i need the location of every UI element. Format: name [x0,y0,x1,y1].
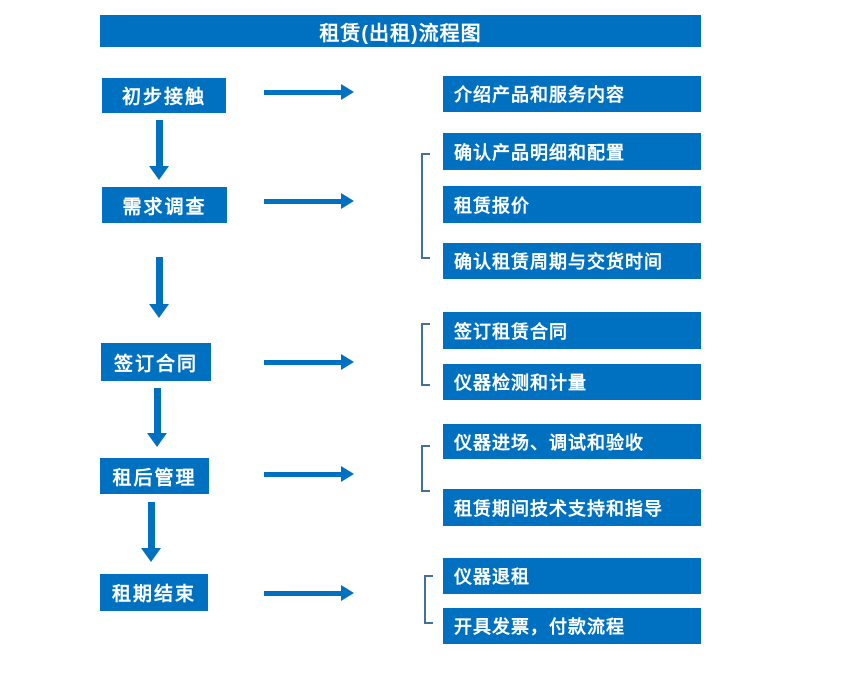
detail-box-instrument-inspection: 仪器检测和计量 [443,364,701,400]
arrow-shaft [264,89,342,95]
down-arrow-3 [147,388,167,447]
down-arrow-1 [149,120,169,180]
detail-box-instrument-entry-acceptance: 仪器进场、调试和验收 [443,424,701,459]
arrow-shaft [264,198,342,204]
arrow-shaft [155,257,163,305]
down-arrow-2 [149,257,169,318]
detail-box-instrument-return: 仪器退租 [443,558,701,594]
arrow-head-icon [141,548,161,562]
step-box-demand-survey: 需求调查 [102,187,227,223]
group-bracket-rental-end [424,575,433,624]
arrow-head-icon [149,304,169,318]
detail-box-technical-support: 租赁期间技术支持和指导 [443,489,701,526]
right-arrow-3 [264,354,354,370]
detail-box-invoice-payment: 开具发票，付款流程 [443,608,701,644]
group-bracket-post-rental [421,445,430,492]
detail-box-confirm-period-delivery: 确认租赁周期与交货时间 [443,243,701,279]
arrow-head-icon [149,166,169,180]
right-arrow-5 [264,585,354,601]
arrow-shaft [264,359,342,365]
arrow-shaft [147,502,155,549]
right-arrow-1 [264,84,354,100]
detail-box-rental-quotation: 租赁报价 [443,186,701,223]
arrow-shaft [155,120,163,167]
group-bracket-sign-contract [421,323,430,386]
arrow-head-icon [341,466,354,482]
arrow-head-icon [341,585,354,601]
detail-box-sign-rental-contract: 签订租赁合同 [443,312,701,349]
arrow-head-icon [341,354,354,370]
detail-box-confirm-product-config: 确认产品明细和配置 [443,133,701,170]
arrow-head-icon [341,84,354,100]
step-box-post-rental-management: 租后管理 [100,458,209,494]
step-box-initial-contact: 初步接触 [102,78,226,113]
step-box-sign-contract: 签订合同 [101,343,211,381]
right-arrow-4 [264,466,354,482]
group-bracket-demand-survey [421,153,430,259]
arrow-shaft [264,471,342,477]
arrow-head-icon [147,433,167,447]
step-box-rental-period-end: 租期结束 [100,574,208,611]
down-arrow-4 [141,502,161,562]
arrow-head-icon [341,193,354,209]
arrow-shaft [153,388,161,434]
diagram-title: 租赁(出租)流程图 [100,15,701,47]
arrow-shaft [264,590,342,596]
detail-box-introduce-products: 介绍产品和服务内容 [443,76,701,112]
right-arrow-2 [264,193,354,209]
